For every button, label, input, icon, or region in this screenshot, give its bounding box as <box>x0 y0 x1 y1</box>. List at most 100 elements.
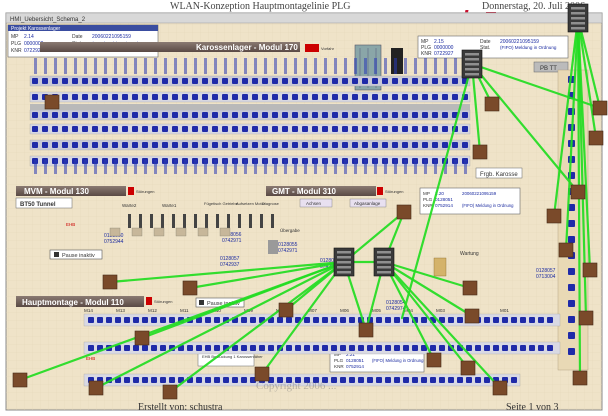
carrier-icon <box>259 345 265 351</box>
carrier-icon <box>439 317 445 323</box>
carrier-icon <box>272 94 278 100</box>
carrier-icon <box>124 345 130 351</box>
access-point-icon[interactable] <box>162 384 178 400</box>
carrier-icon <box>402 112 408 118</box>
carrier-icon <box>142 377 148 383</box>
svg-text:MP: MP <box>334 352 341 357</box>
access-point-icon[interactable] <box>578 310 594 326</box>
carrier-icon <box>282 112 288 118</box>
access-point-icon[interactable] <box>546 208 562 224</box>
module-header-gmt[interactable] <box>266 186 376 196</box>
access-point-icon[interactable] <box>592 100 608 116</box>
panel-left-knr: 0722927 <box>24 48 44 54</box>
carrier-icon <box>32 142 38 148</box>
carrier-icon <box>52 78 58 84</box>
pause-button-1[interactable]: Pause inaktiv <box>49 249 103 260</box>
carrier-icon <box>352 94 358 100</box>
module-header-mvm[interactable] <box>16 186 126 196</box>
carrier-icon <box>511 377 517 383</box>
access-point-icon[interactable] <box>462 280 478 296</box>
access-point-icon[interactable] <box>426 352 442 368</box>
access-point-icon[interactable] <box>12 372 28 388</box>
code-readout-5: 0128056 <box>222 232 242 238</box>
carrier-icon <box>448 377 454 383</box>
network-switch-icon[interactable] <box>461 49 483 79</box>
carrier-icon <box>362 126 368 132</box>
access-point-icon[interactable] <box>358 322 374 338</box>
access-point-icon[interactable] <box>102 274 118 290</box>
access-point-icon[interactable] <box>558 242 574 258</box>
carrier-icon <box>196 377 202 383</box>
carrier-icon <box>282 78 288 84</box>
panel-right2-status: (FIFO) Meldung in Ordnung <box>462 203 514 208</box>
footer-created-by: Erstellt von: schustra <box>138 402 223 413</box>
panel-left-mp: 2.14 <box>24 34 34 40</box>
carrier-icon <box>382 94 388 100</box>
carrier-icon <box>402 142 408 148</box>
status-indicator-310[interactable] <box>377 187 383 195</box>
carrier-icon <box>358 377 364 383</box>
carrier-icon <box>352 142 358 148</box>
access-point-icon[interactable] <box>570 184 586 200</box>
carrier-icon <box>502 345 508 351</box>
network-switch-icon[interactable] <box>333 247 355 277</box>
carrier-icon <box>322 345 328 351</box>
access-point-icon[interactable] <box>44 94 60 110</box>
module-header-hauptmontage[interactable] <box>16 296 144 307</box>
svg-text:Date: Date <box>72 34 83 40</box>
carrier-icon <box>442 78 448 84</box>
carrier-icon <box>172 126 178 132</box>
module-header-karossenlager[interactable] <box>40 42 300 52</box>
status-indicator-170[interactable] <box>305 44 319 52</box>
carrier-icon <box>313 317 319 323</box>
network-switch-icon[interactable] <box>373 247 395 277</box>
window-titlebar[interactable] <box>5 12 603 24</box>
panel-right-status: (FIFO) Meldung in Ordnung <box>500 45 557 50</box>
carrier-icon <box>432 94 438 100</box>
access-point-icon[interactable] <box>182 280 198 296</box>
network-switch-icon[interactable] <box>567 3 589 33</box>
access-point-icon[interactable] <box>396 204 412 220</box>
carrier-icon <box>88 345 94 351</box>
status-indicator-110[interactable] <box>146 297 152 305</box>
carrier-icon <box>205 345 211 351</box>
carrier-icon <box>133 317 139 323</box>
carrier-icon <box>202 112 208 118</box>
access-point-icon[interactable] <box>254 366 270 382</box>
carrier-icon <box>82 94 88 100</box>
carrier-icon <box>169 377 175 383</box>
carrier-icon <box>162 78 168 84</box>
carrier-icon <box>340 317 346 323</box>
access-point-icon[interactable] <box>588 130 604 146</box>
carrier-icon <box>242 78 248 84</box>
carrier-icon <box>151 345 157 351</box>
carrier-icon <box>72 78 78 84</box>
access-point-icon[interactable] <box>460 360 476 376</box>
carrier-icon <box>412 94 418 100</box>
status-indicator-130[interactable] <box>128 187 134 195</box>
carrier-icon <box>349 377 355 383</box>
access-point-icon[interactable] <box>582 262 598 278</box>
access-point-icon[interactable] <box>472 144 488 160</box>
access-point-icon[interactable] <box>278 302 294 318</box>
carrier-icon <box>568 300 575 307</box>
access-point-icon[interactable] <box>134 330 150 346</box>
panel-right-date: 20060221095159 <box>500 39 539 45</box>
svg-text:KNR: KNR <box>11 48 22 54</box>
access-point-icon[interactable] <box>464 308 480 324</box>
carrier-icon <box>132 112 138 118</box>
access-point-icon[interactable] <box>88 380 104 396</box>
access-point-icon[interactable] <box>572 370 588 386</box>
carrier-icon <box>372 126 378 132</box>
access-point-icon[interactable] <box>492 380 508 396</box>
carrier-icon <box>82 78 88 84</box>
carrier-icon <box>331 345 337 351</box>
carrier-icon <box>196 317 202 323</box>
label-wartung: Wartung <box>460 251 479 257</box>
carrier-icon <box>342 94 348 100</box>
carrier-icon <box>214 377 220 383</box>
panel-bottom-knr: 0752914 <box>346 364 364 369</box>
carrier-icon <box>322 377 328 383</box>
access-point-icon[interactable] <box>484 96 500 112</box>
station-label-m03: M03 <box>436 308 445 313</box>
